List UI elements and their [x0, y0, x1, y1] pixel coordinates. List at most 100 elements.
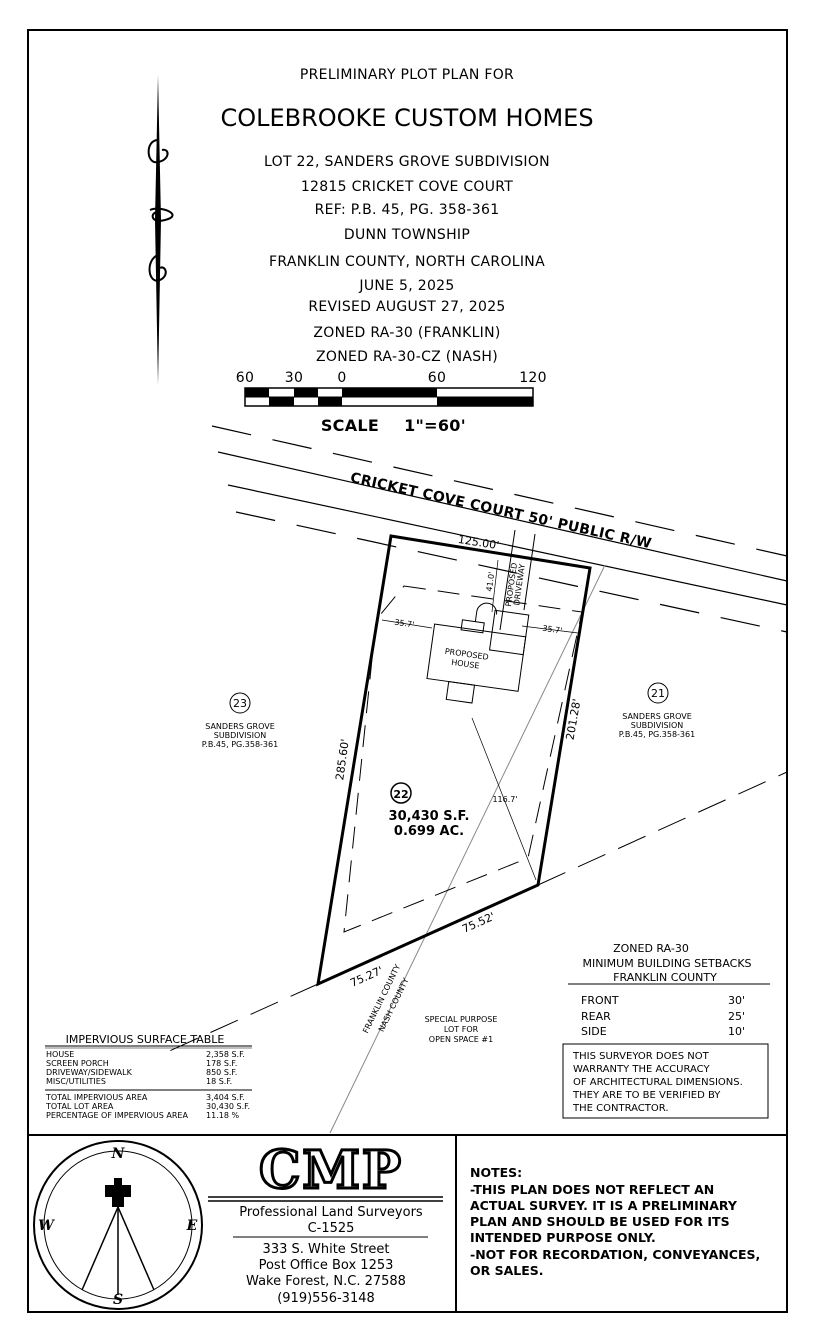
disclaimer-line: THIS SURVEYOR DOES NOT [572, 1051, 710, 1062]
rear-distance-dim: 116.7' [492, 795, 517, 804]
lot-number: 22 [393, 788, 408, 801]
firm-address: Wake Forest, N.C. 27588 [246, 1274, 406, 1289]
title-line1: PRELIMINARY PLOT PLAN FOR [300, 67, 514, 83]
scale-label: SCALE [321, 416, 379, 435]
setback-row-label: REAR [581, 1010, 611, 1023]
lot-line: LOT 22, SANDERS GROVE SUBDIVISION [264, 154, 550, 170]
company-name: COLEBROOKE CUSTOM HOMES [220, 104, 593, 132]
county-line [329, 564, 606, 1134]
scale-value: 1"=60' [404, 416, 466, 435]
setbacks-title: ZONED RA-30 [613, 942, 689, 955]
zoned-line-1: ZONED RA-30 (FRANKLIN) [313, 325, 500, 341]
adjacent-lot-number: 23 [233, 697, 247, 710]
compass-logo-icon: N E S W [33, 1140, 203, 1310]
revised-line: REVISED AUGUST 27, 2025 [308, 299, 505, 315]
firm-address: Post Office Box 1253 [259, 1258, 394, 1273]
firm-name: Professional Land Surveyors [239, 1205, 423, 1220]
impervious-row-value: 850 S.F. [206, 1068, 237, 1077]
impervious-title: IMPERVIOUS SURFACE TABLE [66, 1033, 225, 1046]
adjacent-lot-text: SANDERS GROVE [205, 722, 275, 731]
impervious-row-label: SCREEN PORCH [46, 1059, 109, 1068]
lot-area-ac: 0.699 AC. [394, 824, 464, 839]
road-label: CRICKET COVE COURT 50' PUBLIC R/W [349, 470, 653, 552]
note-line: NOTES: [470, 1165, 522, 1180]
setback-right-dim: 35.7' [542, 624, 563, 636]
adjacent-lot-text: SUBDIVISION [631, 721, 684, 730]
disclaimer-line: OF ARCHITECTURAL DIMENSIONS. [573, 1077, 743, 1088]
firm-phone: (919)556-3148 [277, 1291, 375, 1306]
township-line: DUNN TOWNSHIP [344, 227, 470, 243]
scale-bar: 60 30 0 60 120 SCALE 1"=60' [236, 370, 547, 435]
road-right-of-way: CRICKET COVE COURT 50' PUBLIC R/W [211, 425, 788, 633]
note-line: PLAN AND SHOULD BE USED FOR ITS [470, 1214, 730, 1229]
address-line: 12815 CRICKET COVE COURT [301, 179, 513, 195]
impervious-row-label: HOUSE [46, 1050, 74, 1059]
impervious-surface-table: IMPERVIOUS SURFACE TABLE HOUSE 2,358 S.F… [45, 1033, 252, 1120]
impervious-total-label: PERCENTAGE OF IMPERVIOUS AREA [46, 1111, 188, 1120]
open-space-label: OPEN SPACE #1 [429, 1035, 493, 1044]
sheet-border [27, 29, 788, 1313]
setback-row-value: 10' [728, 1025, 745, 1038]
front-line-dim: 125.00' [457, 533, 500, 552]
impervious-total-value: 11.18 % [206, 1111, 239, 1120]
proposed-house: PROPOSED HOUSE [426, 602, 530, 704]
impervious-row-value: 178 S.F. [206, 1059, 237, 1068]
note-line: -NOT FOR RECORDATION, CONVEYANCES, [470, 1247, 760, 1262]
firm-block: CMP Professional Land Surveyors C-1525 3… [208, 1139, 443, 1306]
compass-n: N [111, 1146, 126, 1162]
setbacks-title: MINIMUM BUILDING SETBACKS [582, 957, 751, 970]
compass-e: E [186, 1218, 198, 1234]
adjacent-lot-text: P.B.45, PG.358-361 [619, 730, 695, 739]
disclaimer-line: THE CONTRACTOR. [572, 1103, 669, 1114]
setback-row-label: FRONT [581, 994, 619, 1007]
notes: NOTES: -THIS PLAN DOES NOT REFLECT AN AC… [470, 1165, 760, 1278]
lot-area-sf: 30,430 S.F. [389, 809, 470, 824]
scale-tick: 60 [428, 370, 446, 386]
adjacent-lot-text: SANDERS GROVE [622, 712, 692, 721]
disclaimer-line: WARRANTY THE ACCURACY [573, 1064, 710, 1075]
house-label: HOUSE [451, 658, 480, 671]
adjacent-lot-text: P.B.45, PG.358-361 [202, 740, 278, 749]
date-line: JUNE 5, 2025 [358, 278, 454, 294]
left-line-dim: 285.60' [333, 738, 352, 781]
impervious-total-value: 30,430 S.F. [206, 1102, 250, 1111]
firm-license: C-1525 [308, 1221, 355, 1236]
impervious-row-value: 2,358 S.F. [206, 1050, 245, 1059]
firm-logo: CMP [259, 1140, 403, 1201]
ref-line: REF: P.B. 45, PG. 358-361 [315, 202, 500, 218]
setbacks-title: FRANKLIN COUNTY [613, 971, 717, 984]
setback-line [343, 585, 583, 933]
setback-row-value: 30' [728, 994, 745, 1007]
setbacks-table: ZONED RA-30 MINIMUM BUILDING SETBACKS FR… [562, 942, 770, 1119]
note-line: OR SALES. [470, 1263, 544, 1278]
setback-left-dim: 35.7' [394, 618, 415, 630]
scale-tick: 60 [236, 370, 254, 386]
impervious-row-label: DRIVEWAY/SIDEWALK [46, 1068, 133, 1077]
setback-row-value: 25' [728, 1010, 745, 1023]
note-line: -THIS PLAN DOES NOT REFLECT AN [470, 1182, 714, 1197]
rear-line-dim-1: 75.52' [460, 910, 497, 936]
impervious-total-value: 3,404 S.F. [206, 1093, 245, 1102]
compass-s: S [113, 1292, 123, 1308]
impervious-row-value: 18 S.F. [206, 1077, 232, 1086]
open-space-label: SPECIAL PURPOSE [425, 1015, 498, 1024]
county-line: FRANKLIN COUNTY, NORTH CAROLINA [269, 254, 545, 270]
impervious-total-label: TOTAL IMPERVIOUS AREA [45, 1093, 148, 1102]
north-arrow-icon [147, 75, 174, 385]
scale-tick: 30 [285, 370, 303, 386]
impervious-row-label: MISC/UTILITIES [46, 1077, 106, 1086]
front-setback-dim: 41.0' [485, 571, 497, 592]
zoned-line-2: ZONED RA-30-CZ (NASH) [316, 349, 498, 365]
scale-tick: 0 [337, 370, 346, 386]
compass-w: W [38, 1218, 55, 1234]
adjacent-lot-number: 21 [651, 687, 665, 700]
lot-boundary [316, 534, 592, 987]
open-space-label: LOT FOR [444, 1025, 479, 1034]
scale-tick: 120 [519, 370, 547, 386]
impervious-total-label: TOTAL LOT AREA [45, 1102, 114, 1111]
disclaimer-line: THEY ARE TO BE VERIFIED BY [572, 1090, 721, 1101]
title-block: PRELIMINARY PLOT PLAN FOR COLEBROOKE CUS… [220, 67, 593, 365]
setback-row-label: SIDE [581, 1025, 607, 1038]
adjacent-lot-text: SUBDIVISION [214, 731, 267, 740]
